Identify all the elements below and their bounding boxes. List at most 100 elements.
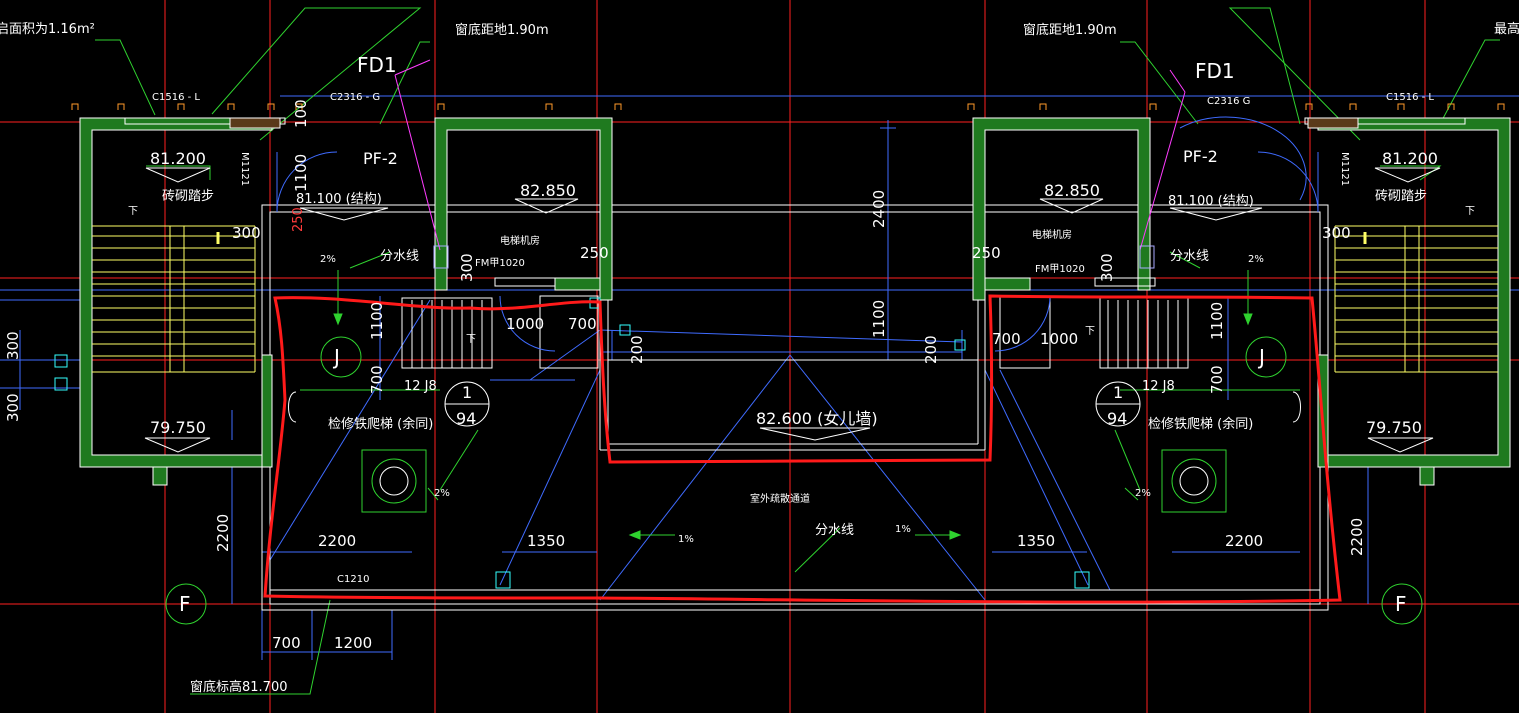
dim-1100-mid: 1100 [870,300,888,338]
dim-1200-bottom: 1200 [334,634,372,652]
dim-1000-right: 1000 [1040,330,1078,348]
roof-drain-right [1161,449,1227,513]
dim-1000-left: 1000 [506,315,544,333]
grid-f-left: F [179,592,191,616]
elev-81100-right: 81.100 (结构) [1168,194,1254,209]
dim-250-right: 250 [972,244,1001,262]
ladder-markers [288,391,1301,423]
dim-700-right-h: 700 [992,330,1021,348]
divide-line-right: 分水线 [1170,249,1209,264]
dim-2200-left-h: 2200 [318,532,356,550]
dim-2200-right-v: 2200 [1348,518,1366,556]
elev-82850-left: 82.850 [520,181,576,200]
sill-bottom-label: 窗底标高81.700 [190,679,288,695]
text-labels: 启面积为1.16m² 最高 窗底距地1.90m 窗底距地1.90m FD1 FD… [0,21,1519,695]
cyan-marks [54,232,1367,589]
area-label: 启面积为1.16m² [0,22,95,37]
stair-note-left: 砖砌踏步 [162,189,214,204]
door-m1121-left: M1121 [239,152,250,186]
elev-81100-left: 81.100 (结构) [296,192,382,207]
detail-bottom-left: 94 [456,409,476,428]
dim-2400: 2400 [870,190,888,228]
slope-2-c: 2% [434,488,450,499]
dim-700-bottom: 700 [272,634,301,652]
slope-arrows [333,270,1253,540]
building-outline [261,204,1329,611]
divide-line-left: 分水线 [380,249,419,264]
ladder-note-left: 检修铁爬梯 (余同) [328,416,433,432]
door-fm-right: FM甲1020 [1035,264,1085,275]
dim-300-pf-right: 300 [1098,253,1116,282]
elevator-room-right: 电梯机房 [1032,228,1072,241]
dim-1100-top: 1100 [292,154,310,192]
slope-2-a: 2% [320,254,336,265]
elev-81200-right: 81.200 [1382,149,1438,168]
stair-left [92,225,256,373]
grid-bubbles [165,336,1423,625]
window-c2316-right: C2316 G [1207,96,1250,107]
dim-200-right: 200 [922,335,940,364]
dim-300-left: 300 [232,224,261,242]
fd1-label-left: FD1 [357,53,397,77]
fd1-label-right: FD1 [1195,59,1235,83]
dim-2200-left-v: 2200 [214,514,232,552]
door-fm-left: FM甲1020 [475,258,525,269]
slope-2-b: 2% [1248,254,1264,265]
dim-1350-right: 1350 [1017,532,1055,550]
dimension-lines [0,95,1519,660]
dimension-text: 100 1100 250 300 300 300 300 250 250 240… [4,99,1366,652]
leader-lines [95,7,1500,695]
dim-700-right-v: 700 [1208,365,1226,394]
dim-300-pf-left: 300 [458,253,476,282]
parapet-label: 82.600 (女儿墙) [756,409,878,428]
elev-79750-right: 79.750 [1366,418,1422,437]
slope-2-d: 2% [1135,488,1151,499]
sill-label-right: 窗底距地1.90m [1023,22,1117,38]
stair-right [1334,225,1498,373]
dim-100: 100 [292,99,310,128]
down-mark-stair-left: 下 [466,334,476,345]
elevator-room-left: 电梯机房 [500,234,540,247]
roof-drain-left [361,449,427,513]
window-c2316-left: C2316 - G [330,92,380,103]
dim-250-left: 250 [580,244,609,262]
dim-300-edge-a: 300 [4,331,22,360]
elev-82850-right: 82.850 [1044,181,1100,200]
dim-700-left-v: 700 [368,365,386,394]
grid-j-left: J [332,345,340,369]
door-m1121-right: M1121 [1339,152,1350,186]
j8-label-right: 12 J8 [1142,379,1175,394]
passage-label: 室外疏散通道 [750,492,810,505]
ladder-note-right: 检修铁爬梯 (余同) [1148,416,1253,432]
pf2-label-right: PF-2 [1183,147,1218,166]
detail-top-right: 1 [1113,383,1123,402]
elev-79750-left: 79.750 [150,418,206,437]
down-mark-stair-right: 下 [1085,326,1095,337]
door-swings [276,116,1319,352]
elevation-triangles [144,167,1441,453]
dim-700-left-h: 700 [568,315,597,333]
dim-1350-left: 1350 [527,532,565,550]
slope-guides [269,299,1111,601]
window-c1516-right: C1516 - L [1386,92,1434,103]
window-c1210: C1210 [337,574,369,585]
divide-line-bottom: 分水线 [815,523,854,538]
dim-250-red: 250 [291,207,306,232]
dim-1100-left: 1100 [368,302,386,340]
pf2-label-left: PF-2 [363,149,398,168]
dim-300-edge-b: 300 [4,393,22,422]
dim-1100-right: 1100 [1208,302,1226,340]
parapet-markers [71,103,1505,110]
sill-label-left: 窗底距地1.90m [455,22,549,38]
dim-2200-right-h: 2200 [1225,532,1263,550]
slope-1-left: 1% [678,534,694,545]
grid-f-right: F [1395,592,1407,616]
down-mark-left: 下 [128,206,138,217]
accents [394,59,1186,269]
down-mark-right: 下 [1465,206,1475,217]
elev-81200-left: 81.200 [150,149,206,168]
detail-bottom-right: 94 [1107,409,1127,428]
j8-label-left: 12 J8 [404,379,437,394]
detail-top-left: 1 [462,383,472,402]
